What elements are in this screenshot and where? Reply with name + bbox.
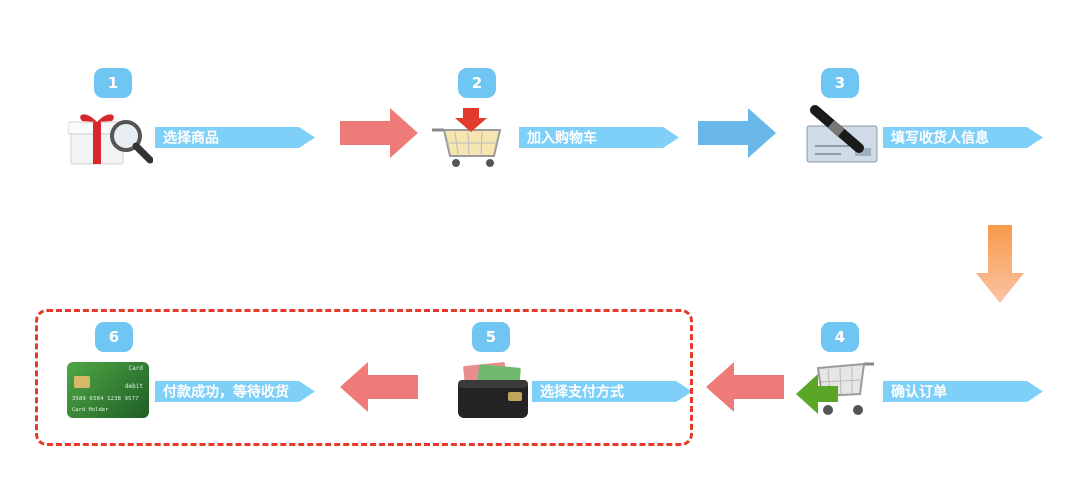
step-1-badge: 1 [94,68,132,98]
card-brand: Card [128,365,143,372]
cart-confirm-icon [796,362,874,415]
step-3-label-arrow: 填写收货人信息 [883,127,1043,148]
step-6-label-arrow: 付款成功，等待收货 [155,381,315,402]
arrow-down-orange-icon [976,225,1024,303]
arrow-left-red-icon [340,362,418,412]
arrow-left-red-icon [706,362,784,412]
check-pen-icon [806,105,878,163]
step-4-badge: 4 [821,322,859,352]
card-type: debit [124,383,143,390]
step-4-label-arrow: 确认订单 [883,381,1043,402]
step-2-badge: 2 [458,68,496,98]
wallet-icon [458,362,528,418]
card-number: 3589 6584 1238 9577 [72,396,139,402]
credit-card-icon: Card debit 3589 6584 1238 9577 Card Hold… [67,362,149,418]
payment-steps-frame [35,309,693,446]
step-2-label-arrow: 加入购物车 [519,127,679,148]
cart-add-icon [432,108,502,167]
step-5-badge: 5 [472,322,510,352]
step-2-label: 加入购物车 [526,130,597,147]
card-holder: Card Holder [72,407,109,413]
step-1-label-arrow: 选择商品 [155,127,315,148]
step-3-badge: 3 [821,68,859,98]
step-5-label-arrow: 选择支付方式 [532,381,692,402]
step-5-label: 选择支付方式 [540,384,624,401]
arrow-right-red-icon [340,108,418,158]
step-1-label: 选择商品 [163,130,219,147]
step-4-label: 确认订单 [891,384,947,401]
step-6-badge: 6 [95,322,133,352]
step-3-label: 填写收货人信息 [891,130,989,147]
step-6-label: 付款成功，等待收货 [163,384,289,401]
gift-magnifier-icon [68,114,153,165]
card-chip-icon [74,376,90,388]
arrow-right-blue-icon [698,108,776,158]
